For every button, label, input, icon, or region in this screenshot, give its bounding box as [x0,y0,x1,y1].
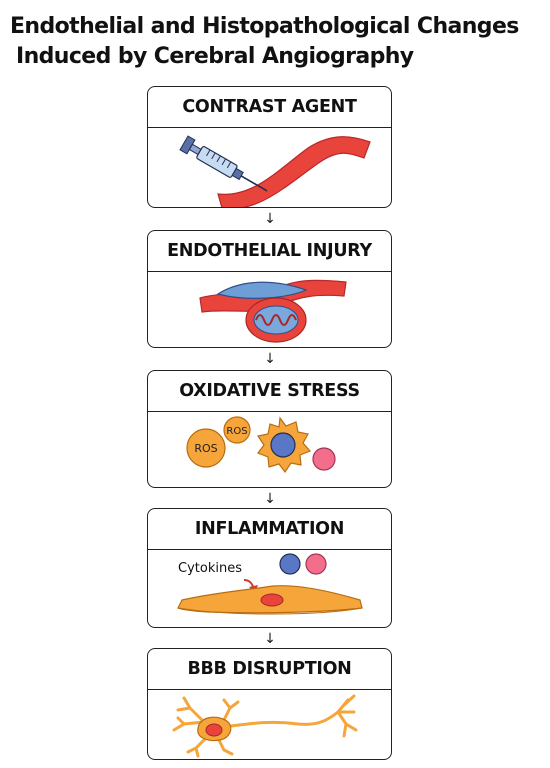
step-label: BBB DISRUPTION [148,649,391,690]
cytokines-label: Cytokines [178,561,242,576]
flow-arrow: ↓ [264,631,276,647]
step-bbb-disruption: BBB DISRUPTION [147,648,392,760]
endothelial-injury-illustration [148,272,391,347]
title-line-1: Endothelial and Histopathological Change… [10,14,519,39]
neuron-nucleus-shape [205,723,223,737]
nucleus-shape [270,432,296,458]
pink-cell-shape [312,447,336,471]
flow-arrow: ↓ [264,211,276,227]
step-label: CONTRAST AGENT [148,87,391,128]
leukocyte-pink [305,553,327,575]
ros-bubble [186,428,226,468]
blood-vessel-shape [217,136,371,207]
inflammation-illustration: Cytokines [148,550,391,627]
step-contrast-agent: CONTRAST AGENT [147,86,392,208]
step-label: ENDOTHELIAL INJURY [148,231,391,272]
oxidative-stress-illustration: ROS ROS [148,412,391,487]
flow-arrow: ↓ [264,351,276,367]
syringe-icon [179,135,268,192]
neuron-illustration [148,690,391,759]
diagram-title: Endothelial and Histopathological Change… [10,12,545,72]
flow-arrow: ↓ [264,491,276,507]
neuron-icon [172,694,358,758]
endothelial-cell-shape [216,281,308,299]
ros-bubble [223,416,251,444]
title-line-2: Induced by Cerebral Angiography [16,44,414,69]
step-oxidative-stress: OXIDATIVE STRESS ROS ROS [147,370,392,488]
ros-label: ROS [226,426,247,437]
cell-nucleus-shape [260,593,284,607]
step-label: OXIDATIVE STRESS [148,371,391,412]
syringe-vessel-illustration [148,128,391,207]
step-label: INFLAMMATION [148,509,391,550]
leukocyte-blue [279,553,301,575]
step-endothelial-injury: ENDOTHELIAL INJURY [147,230,392,348]
ros-label: ROS [194,442,217,455]
step-inflammation: INFLAMMATION Cytokines [147,508,392,628]
